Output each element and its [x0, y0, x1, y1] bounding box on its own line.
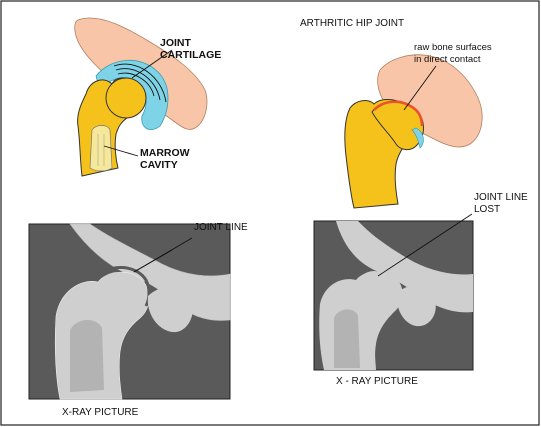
- label-marrow: MARROW: [140, 147, 190, 159]
- xray-right-marrow: [334, 309, 360, 368]
- label-joint: JOINT: [160, 37, 192, 49]
- healthy-femoral-head: [106, 78, 146, 118]
- label-xray-left: X-RAY PICTURE: [62, 407, 139, 418]
- label-raw-bone-2: in direct contact: [414, 54, 481, 65]
- label-joint-line: JOINT LINE: [194, 222, 248, 233]
- xray-left: [29, 224, 230, 399]
- label-cavity: CAVITY: [140, 159, 178, 171]
- label-raw-bone-1: raw bone surfaces: [414, 42, 492, 53]
- xray-right-femoral-head: [355, 271, 393, 309]
- label-xray-right: X - RAY PICTURE: [336, 376, 418, 387]
- label-cartilage: CARTILAGE: [160, 49, 221, 61]
- label-joint-line-lost-2: LOST: [474, 204, 500, 215]
- xray-right: [314, 221, 473, 370]
- arthritic-title: ARTHRITIC HIP JOINT: [300, 18, 404, 29]
- label-joint-line-lost-1: JOINT LINE: [474, 192, 528, 203]
- xray-left-femoral-head: [96, 272, 140, 316]
- marrow-cavity: [90, 126, 112, 172]
- xray-left-marrow: [70, 320, 104, 392]
